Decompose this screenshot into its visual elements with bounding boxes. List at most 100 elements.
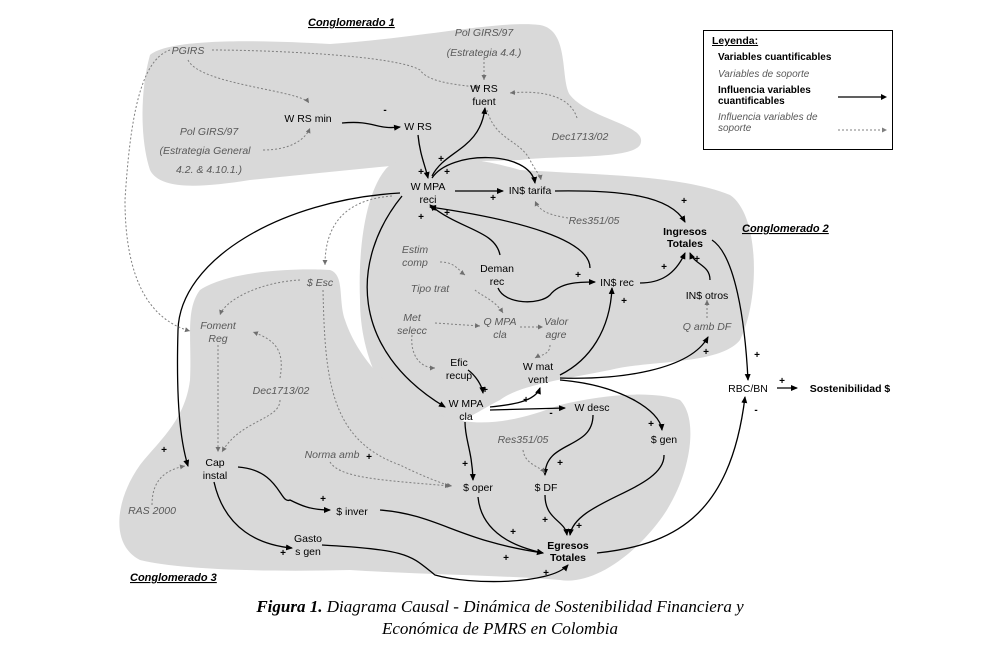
polarity-signs: - + + + + + + + + + + + + + + - + + - + … bbox=[161, 105, 785, 579]
caption-line-1: Diagrama Causal - Dinámica de Sostenibil… bbox=[326, 597, 744, 616]
node-q-mpa-cla: Q MPA bbox=[483, 316, 516, 328]
sign-minus: - bbox=[383, 105, 386, 116]
node-w-mpa-cla-2: cla bbox=[459, 411, 473, 423]
node-w-mpa-reci: W MPA bbox=[411, 181, 446, 193]
node-s-gen: $ gen bbox=[651, 434, 677, 446]
sign-plus: + bbox=[575, 270, 581, 281]
sign-plus: + bbox=[280, 548, 286, 559]
node-pol-girs-b: Pol GIRS/97 bbox=[180, 126, 240, 138]
sign-plus: + bbox=[444, 208, 450, 219]
sign-plus: + bbox=[754, 350, 760, 361]
sign-plus: + bbox=[462, 459, 468, 470]
node-s-inver: $ inver bbox=[336, 506, 368, 518]
node-gastos-gen: Gasto bbox=[294, 533, 322, 545]
sign-plus: + bbox=[490, 193, 496, 204]
figure-caption: Figura 1. Diagrama Causal - Dinámica de … bbox=[0, 596, 1000, 640]
node-efic-recup: Efic bbox=[450, 357, 468, 369]
sign-plus: + bbox=[161, 445, 167, 456]
node-foment-reg: Foment bbox=[200, 320, 237, 332]
node-cap-instal-2: instal bbox=[203, 470, 228, 482]
node-efic-recup-2: recup bbox=[446, 370, 472, 382]
sign-minus: - bbox=[754, 405, 757, 416]
sign-plus: + bbox=[444, 167, 450, 178]
sign-plus: + bbox=[576, 521, 582, 532]
cluster-1-label: Conglomerado 1 bbox=[308, 17, 395, 29]
quant-links bbox=[176, 107, 798, 583]
node-in-otros: IN$ otros bbox=[686, 290, 729, 302]
node-egresos-totales-2: Totales bbox=[550, 552, 586, 564]
node-met-selecc: Met bbox=[403, 312, 422, 324]
sign-plus: + bbox=[681, 196, 687, 207]
node-pol-girs-a: Pol GIRS/97 bbox=[455, 27, 515, 39]
node-w-rs: W RS bbox=[404, 121, 431, 133]
caption-line-2: Económica de PMRS en Colombia bbox=[381, 619, 619, 638]
legend-quant-influence-label: Influencia variables cuantificables bbox=[718, 85, 811, 107]
node-ingresos-totales: Ingresos bbox=[663, 226, 707, 238]
node-ingresos-totales-2: Totales bbox=[667, 238, 703, 250]
sign-plus: + bbox=[542, 515, 548, 526]
node-res351-a: Res351/05 bbox=[569, 215, 620, 227]
sign-plus: + bbox=[482, 385, 488, 396]
cluster-2-region bbox=[359, 156, 754, 430]
caption-label: Figura 1. bbox=[256, 597, 323, 616]
node-pgirs: PGIRS bbox=[172, 45, 205, 57]
node-w-mpa-reci-2: reci bbox=[420, 194, 437, 206]
node-q-amb-df: Q amb DF bbox=[683, 321, 732, 333]
node-in-tarifa: IN$ tarifa bbox=[509, 185, 552, 197]
legend-title: Leyenda: bbox=[712, 35, 759, 47]
sign-plus: + bbox=[418, 167, 424, 178]
sign-plus: + bbox=[557, 458, 563, 469]
node-pol-girs-a-sub: (Estrategia 4.4.) bbox=[447, 47, 522, 59]
legend-quant-vars: Variables cuantificables bbox=[718, 52, 832, 63]
node-foment-reg-2: Reg bbox=[208, 333, 227, 345]
sign-plus: + bbox=[510, 527, 516, 538]
node-estim-comp: Estim bbox=[402, 244, 429, 256]
node-pol-girs-b-sub: (Estrategia General bbox=[159, 145, 251, 157]
node-s-df: $ DF bbox=[535, 482, 558, 494]
node-sostenibilidad: Sostenibilidad $ bbox=[810, 383, 891, 395]
node-dec1713-a: Dec1713/02 bbox=[552, 131, 609, 143]
node-w-rs-fuent: W RS bbox=[470, 83, 497, 95]
node-deman-rec-2: rec bbox=[490, 276, 505, 288]
node-met-selecc-2: selecc bbox=[397, 325, 428, 337]
cluster-3-label: Conglomerado 3 bbox=[130, 572, 217, 584]
node-estim-comp-2: comp bbox=[402, 257, 428, 269]
node-in-rec: IN$ rec bbox=[600, 277, 634, 289]
sign-minus: - bbox=[549, 408, 552, 419]
node-valor-agre: Valor bbox=[544, 316, 569, 328]
sign-plus: + bbox=[648, 419, 654, 430]
sign-plus: + bbox=[320, 494, 326, 505]
cluster-3-region bbox=[119, 269, 691, 581]
node-pol-girs-b-sub2: 4.2. & 4.10.1.) bbox=[176, 164, 242, 176]
support-links bbox=[124, 49, 710, 506]
sign-plus: + bbox=[703, 347, 709, 358]
dotted-arrow-icon bbox=[838, 127, 887, 133]
sign-plus: + bbox=[621, 296, 627, 307]
sign-plus: + bbox=[694, 254, 700, 265]
node-valor-agre-2: agre bbox=[545, 329, 566, 341]
solid-arrow-icon bbox=[838, 94, 887, 100]
sign-plus: + bbox=[779, 376, 785, 387]
legend-support-influence-label: Influencia variables de soporte bbox=[718, 112, 818, 134]
node-ras-2000: RAS 2000 bbox=[128, 505, 176, 517]
sign-plus: + bbox=[661, 262, 667, 273]
node-w-mpa-cla: W MPA bbox=[449, 398, 484, 410]
sign-plus: + bbox=[503, 553, 509, 564]
sign-plus: + bbox=[418, 212, 424, 223]
cluster-1-region bbox=[142, 24, 642, 186]
sign-plus: + bbox=[438, 154, 444, 165]
node-gastos-gen-2: s gen bbox=[295, 546, 321, 558]
node-w-rs-min: W RS min bbox=[284, 113, 331, 125]
node-deman-rec: Deman bbox=[480, 263, 514, 275]
node-tipo-trat: Tipo trat bbox=[411, 283, 451, 295]
legend-quant-influence: Influencia variables cuantificables bbox=[718, 85, 887, 107]
node-norma-amb: Norma amb bbox=[305, 449, 360, 461]
node-rbc-bn: RBC/BN bbox=[728, 383, 768, 395]
node-q-mpa-cla-2: cla bbox=[493, 329, 507, 341]
sign-plus: + bbox=[523, 395, 529, 406]
legend-support-vars: Variables de soporte bbox=[718, 69, 810, 80]
sign-plus: + bbox=[543, 568, 549, 579]
legend-support-influence: Influencia variables de soporte bbox=[718, 112, 887, 134]
node-w-desc: W desc bbox=[574, 402, 609, 414]
legend-box: Leyenda: Variables cuantificables Variab… bbox=[703, 30, 893, 150]
